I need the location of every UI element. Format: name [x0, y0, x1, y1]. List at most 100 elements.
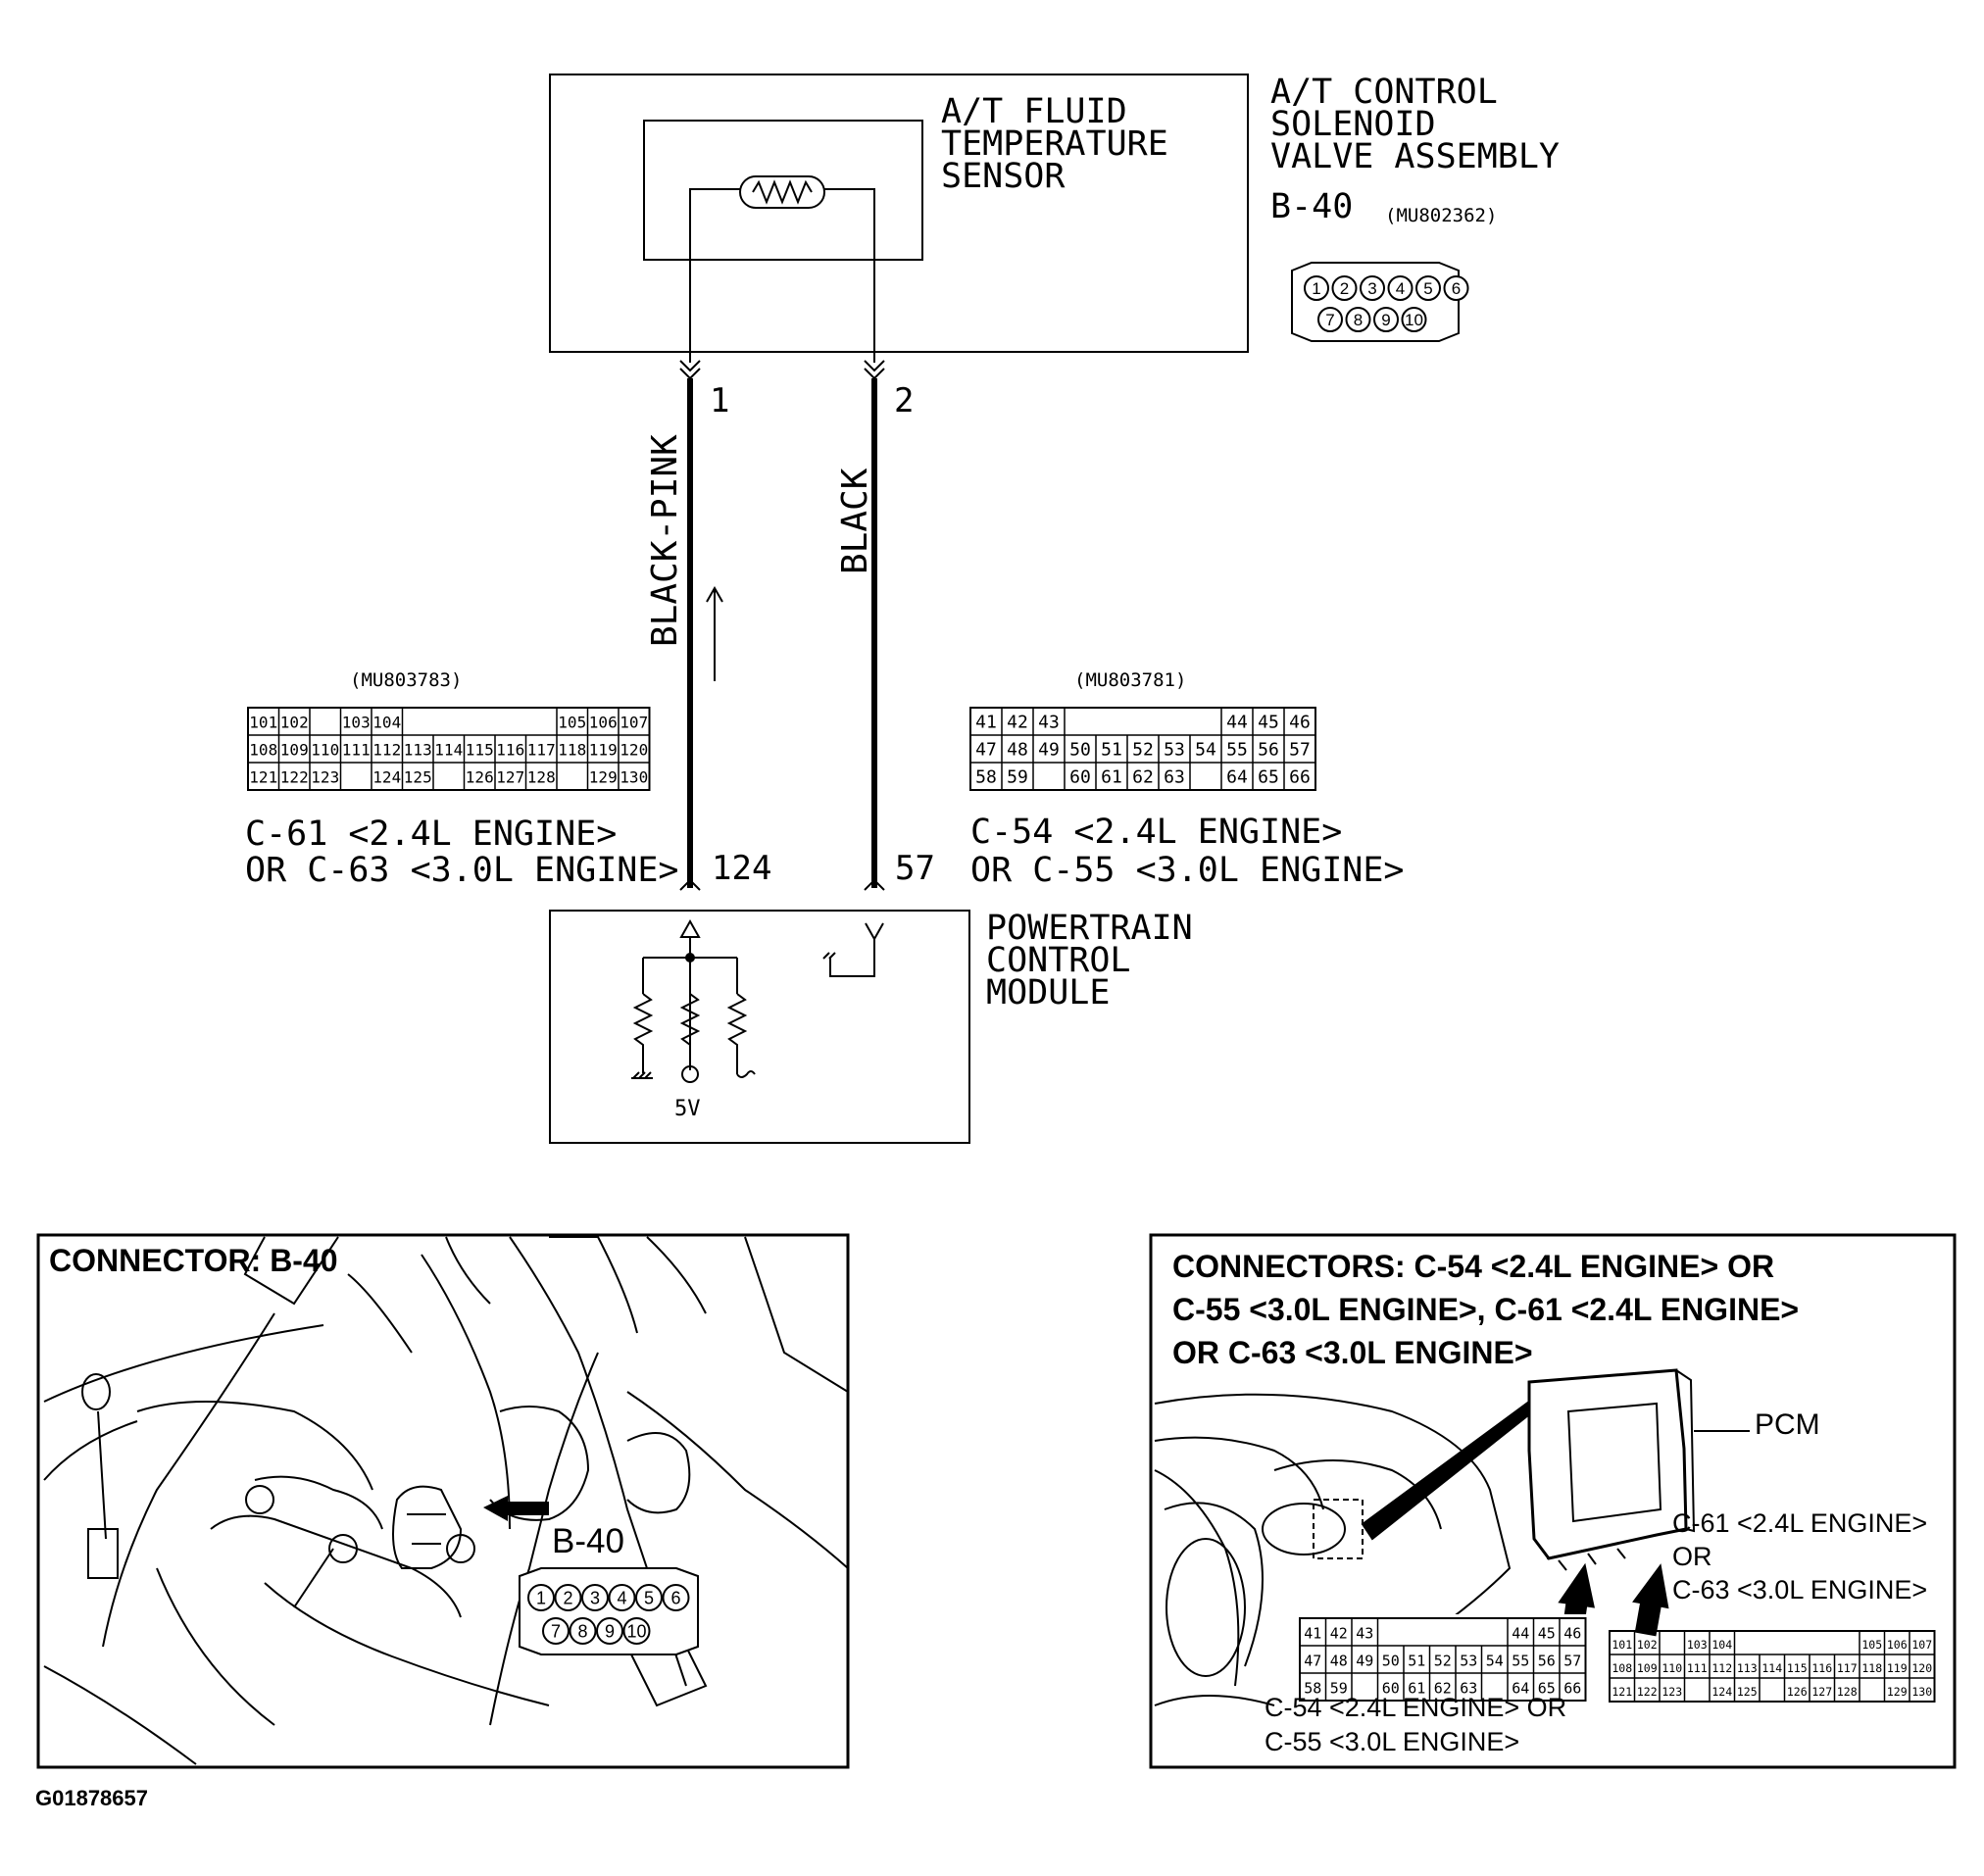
c61-label: C-61 <2.4L ENGINE> [245, 815, 617, 854]
signal-direction-arrow-icon [706, 585, 723, 681]
b40-pin-4-icon [1387, 275, 1414, 301]
c61-pin-127: 127 [496, 768, 524, 787]
b40-pin-2-icon [1331, 275, 1358, 301]
panel-b40-pin-7-label: 7 [551, 1621, 561, 1641]
c54-pin-63: 63 [1164, 767, 1185, 788]
c61-pin-126: 126 [466, 768, 494, 787]
panel-c54-pin-63: 63 [1460, 1680, 1477, 1698]
panel-c54-pin-57: 57 [1563, 1653, 1581, 1670]
panel-b40-callout: B-40 [552, 1522, 624, 1560]
b40-pin-8-label: 8 [1354, 311, 1363, 329]
c54-pin-58: 58 [975, 767, 997, 788]
panel-c61-pin-120: 120 [1911, 1661, 1932, 1675]
panel-c61-grid-frame [1609, 1630, 1936, 1703]
c61-pin-108: 108 [249, 741, 277, 760]
c63-label: OR C-63 <3.0L ENGINE> [245, 851, 679, 890]
panel-c54-pin-43: 43 [1356, 1625, 1373, 1643]
c61-pin-115: 115 [466, 741, 494, 760]
c61-pin-107: 107 [620, 714, 648, 732]
panel-pcm-label: PCM [1755, 1408, 1820, 1441]
panel-c61-pin-126: 126 [1787, 1685, 1808, 1699]
c54-pin-66: 66 [1289, 767, 1311, 788]
c54-pin-64: 64 [1226, 767, 1248, 788]
assembly-connector-id: B-40 [1270, 187, 1353, 226]
c54-pin-54: 54 [1195, 740, 1216, 761]
c61-pin-101: 101 [249, 714, 277, 732]
pcm-resistor-center-icon [679, 993, 701, 1046]
b40-pin-9-icon [1373, 307, 1399, 332]
c61-pin-120: 120 [620, 741, 648, 760]
panel-b40-pin-7-icon [542, 1617, 570, 1645]
c54-pin-49: 49 [1038, 740, 1060, 761]
c61-arrow-icon [1632, 1563, 1669, 1637]
panel-b40-pin-6-icon [662, 1584, 690, 1611]
b40-pin-1-label: 1 [1312, 279, 1320, 298]
b40-pin-1-icon [1304, 275, 1329, 301]
c61-pin-112: 112 [372, 741, 401, 760]
c54-pin-43: 43 [1038, 713, 1060, 733]
panel-c54-pin-46: 46 [1563, 1625, 1581, 1643]
panel-c61-pin-109: 109 [1637, 1661, 1658, 1675]
sensor-internal-leads [689, 188, 875, 363]
c61-pin-114: 114 [434, 741, 463, 760]
panel-c61-label: C-61 <2.4L ENGINE> OR C-63 <3.0L ENGINE> [1672, 1508, 1935, 1604]
b40-pin-8-icon [1345, 307, 1371, 332]
panel-c54-pin-48: 48 [1330, 1653, 1348, 1670]
panel-c61-pin-129: 129 [1887, 1685, 1908, 1699]
c61-pin-104: 104 [372, 714, 401, 732]
thermistor-icon [739, 175, 825, 209]
c54-pin-65: 65 [1258, 767, 1279, 788]
panel-pcm-frame [1149, 1233, 1957, 1769]
panel-c61-pin-119: 119 [1887, 1661, 1908, 1675]
b40-pin-9-label: 9 [1381, 311, 1390, 329]
pcm-module-panel [1566, 1402, 1662, 1523]
panel-c54-pin-54: 54 [1486, 1653, 1504, 1670]
c54-pin-44: 44 [1226, 713, 1248, 733]
panel-c61-pin-107: 107 [1911, 1638, 1932, 1652]
panel-b40-pin-8-icon [569, 1617, 597, 1645]
pcm-sensor-ground-icon [822, 939, 875, 977]
c61-pin-125: 125 [404, 768, 432, 787]
c61-pin-117: 117 [527, 741, 556, 760]
b40-pin-5-label: 5 [1423, 279, 1432, 298]
pcm-5v-terminal-icon [681, 1065, 699, 1083]
c61-pin-128: 128 [527, 768, 556, 787]
c54-pin-56: 56 [1258, 740, 1279, 761]
wire-left-connector-mark-icon [679, 360, 701, 380]
sensor-label: A/T FLUID TEMPERATURE SENSOR [941, 92, 1189, 196]
sensor-outline [643, 120, 923, 261]
panel-c61-pin-108: 108 [1612, 1661, 1632, 1675]
panel-c54-pin-65: 65 [1538, 1680, 1556, 1698]
panel-c61-pin-101: 101 [1612, 1638, 1632, 1652]
panel-c54-pin-62: 62 [1434, 1680, 1452, 1698]
panel-c61-pin-113: 113 [1737, 1661, 1758, 1675]
panel-c54-pin-44: 44 [1512, 1625, 1529, 1643]
c54-pin-55: 55 [1226, 740, 1248, 761]
figure-id: G01878657 [35, 1786, 148, 1810]
b40-pin-3-icon [1360, 275, 1385, 301]
wire-right-pcm-pin: 57 [895, 849, 935, 888]
c61-pin-124: 124 [372, 768, 401, 787]
c54-pin-62: 62 [1132, 767, 1154, 788]
b40-connector-shell [1291, 262, 1460, 342]
panel-b40-pin-6-label: 6 [670, 1588, 680, 1607]
wire-left: 1 BLACK-PINK 124 [645, 360, 771, 891]
wire-right-sensor-pin: 2 [894, 381, 914, 420]
panel-b40-pin-5-icon [635, 1584, 663, 1611]
panel-c54-pin-58: 58 [1304, 1680, 1321, 1698]
c54-pin-45: 45 [1258, 713, 1279, 733]
wire-right: 2 BLACK 57 [835, 360, 935, 891]
wire-left-pcm-mark-icon [679, 878, 701, 891]
wire-left-sensor-pin: 1 [710, 381, 729, 420]
c61-pin-103: 103 [342, 714, 371, 732]
c61-pin-130: 130 [620, 768, 648, 787]
c54-pin-60: 60 [1069, 767, 1091, 788]
panel-b40-pin-8-label: 8 [577, 1621, 587, 1641]
fluid-temperature-sensor: A/T FLUID TEMPERATURE SENSOR [643, 92, 1189, 363]
